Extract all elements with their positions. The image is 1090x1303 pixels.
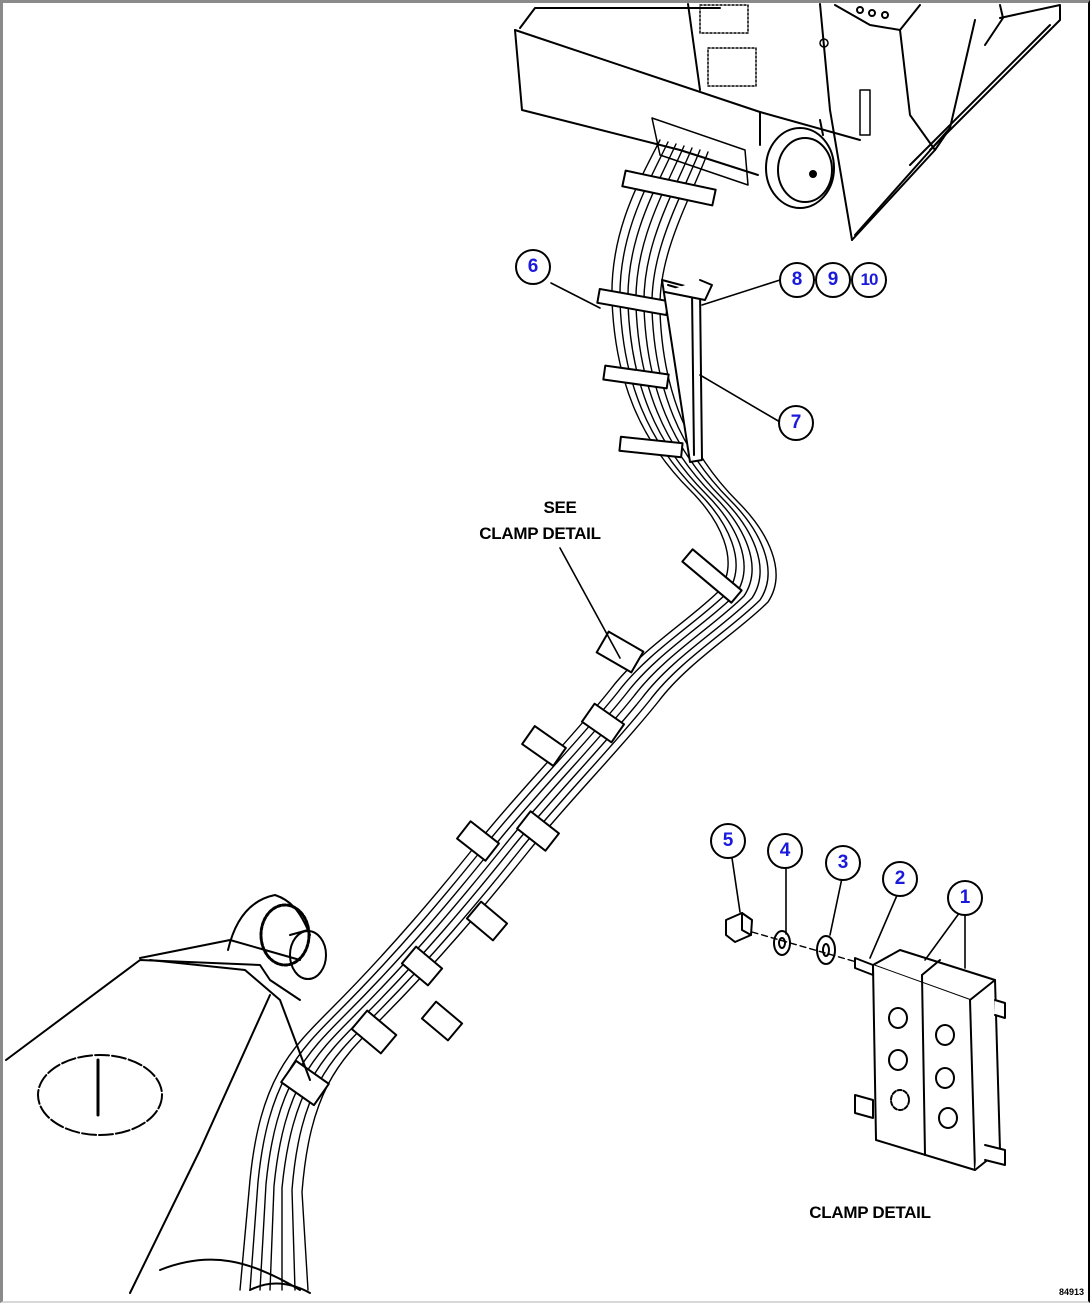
clamp-detail-title: CLAMP DETAIL [809,1203,931,1222]
lower-machine-body [5,894,327,1294]
control-cabinet [514,3,1061,241]
callout-6[interactable]: 6 [515,249,551,285]
figure-code: 84913 [1058,1287,1084,1297]
callout-9[interactable]: 9 [815,262,851,298]
callout-10[interactable]: 10 [851,262,887,298]
callout-5[interactable]: 5 [710,823,746,859]
callout-2[interactable]: 2 [882,861,918,897]
callout-1[interactable]: 1 [947,880,983,916]
callout-4[interactable]: 4 [767,833,803,869]
harness-clamps [280,169,743,1107]
callout-8[interactable]: 8 [779,262,815,298]
leader-lines [550,279,966,969]
callout-7[interactable]: 7 [778,405,814,441]
callout-3[interactable]: 3 [825,845,861,881]
clamp-detail-parts [725,912,1006,1171]
bracket [661,279,713,463]
see-clamp-detail-label: CLAMP DETAIL [479,524,601,543]
see-label: SEE [543,498,577,517]
